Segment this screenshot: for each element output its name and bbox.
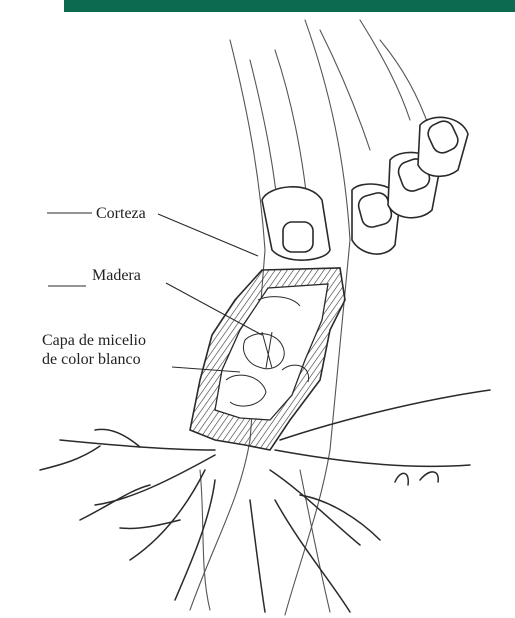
label-mycelium-line1: Capa de micelio	[42, 331, 146, 350]
label-bark: Corteza	[96, 204, 146, 223]
thumb	[262, 187, 330, 260]
finger-3	[418, 117, 468, 176]
leader-corteza	[158, 214, 258, 256]
hand	[262, 117, 468, 260]
label-mycelium: Capa de micelio de color blanco	[42, 331, 146, 369]
label-wood: Madera	[92, 266, 141, 285]
label-mycelium-line2: de color blanco	[42, 350, 146, 369]
